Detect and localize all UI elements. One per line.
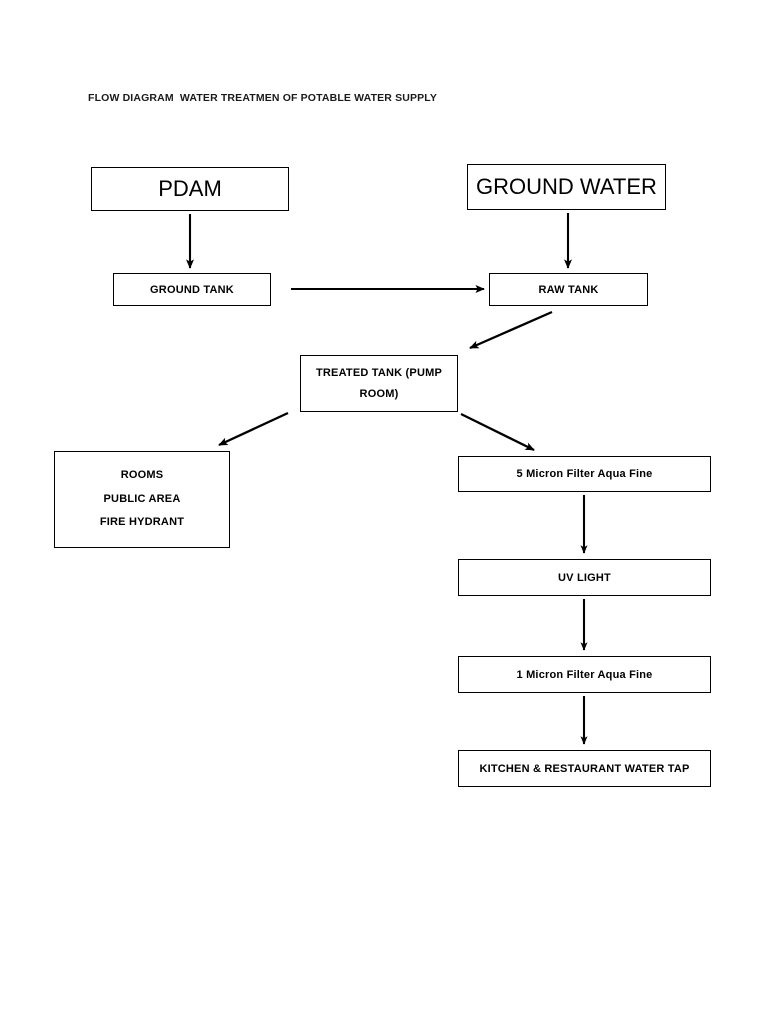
page-title: FLOW DIAGRAM WATER TREATMEN OF POTABLE W… (88, 92, 438, 104)
node-filter-1-micron[interactable]: 1 Micron Filter Aqua Fine (458, 656, 711, 693)
node-treated-tank[interactable]: TREATED TANK (PUMP ROOM) (300, 355, 458, 412)
node-raw-tank-label: RAW TANK (538, 283, 599, 296)
node-uv-light-label: UV LIGHT (558, 571, 611, 584)
node-uv-light[interactable]: UV LIGHT (458, 559, 711, 596)
node-ground-water-label: GROUND WATER (476, 174, 657, 199)
connector-treated-tank-to-distribution (218, 411, 289, 447)
node-distribution-label-rooms: ROOMS (120, 469, 164, 482)
node-filter-5-micron[interactable]: 5 Micron Filter Aqua Fine (458, 456, 711, 492)
connector-raw-tank-to-treated-tank (469, 310, 553, 350)
node-water-tap-label: KITCHEN & RESTAURANT WATER TAP (479, 762, 690, 775)
node-ground-water[interactable]: GROUND WATER (467, 164, 666, 210)
node-filter-1-micron-label: 1 Micron Filter Aqua Fine (516, 668, 653, 681)
node-treated-tank-label-line2: ROOM) (359, 387, 399, 400)
node-filter-5-micron-label: 5 Micron Filter Aqua Fine (516, 468, 653, 480)
node-distribution-label-public-area: PUBLIC AREA (103, 492, 181, 505)
node-distribution[interactable]: ROOMS PUBLIC AREA FIRE HYDRANT (54, 451, 230, 548)
node-pdam-label: PDAM (158, 176, 222, 201)
node-water-tap[interactable]: KITCHEN & RESTAURANT WATER TAP (458, 750, 711, 787)
node-distribution-label-fire-hydrant: FIRE HYDRANT (99, 516, 185, 529)
node-pdam[interactable]: PDAM (91, 167, 289, 211)
connector-treated-tank-to-filter-5-micron (460, 412, 535, 452)
node-ground-tank-label: GROUND TANK (150, 283, 234, 296)
node-ground-tank[interactable]: GROUND TANK (113, 273, 271, 306)
node-raw-tank[interactable]: RAW TANK (489, 273, 648, 306)
node-treated-tank-label-line1: TREATED TANK (PUMP (315, 367, 443, 380)
